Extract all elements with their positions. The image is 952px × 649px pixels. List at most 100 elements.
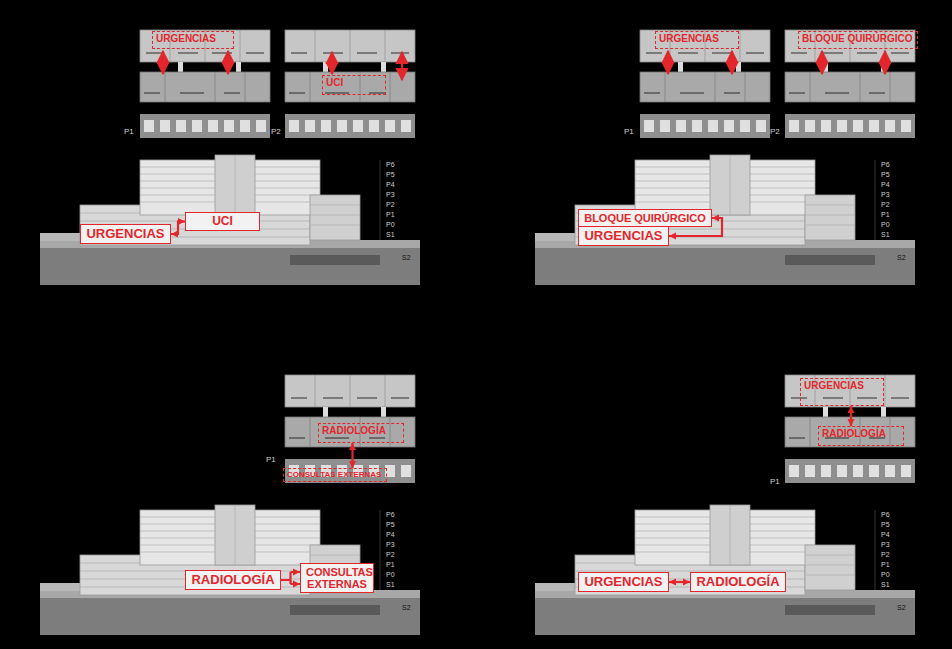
department-name: URGENCIAS <box>659 33 719 44</box>
department-name: RADIOLOGÍA <box>191 573 274 587</box>
floor-label: P5 <box>881 521 890 528</box>
floor-label: P4 <box>881 531 890 538</box>
department-name: URGENCIAS <box>156 33 216 44</box>
floor-label: P2 <box>386 201 395 208</box>
circulation-connector <box>349 443 356 468</box>
floor-label: P6 <box>881 511 890 518</box>
department-zone: RADIOLOGÍA <box>318 423 404 443</box>
department-name: UCI <box>326 77 343 88</box>
floor-label: P3 <box>386 541 395 548</box>
floor-label: P3 <box>881 191 890 198</box>
level-label: P1 <box>770 478 780 486</box>
floor-label: P5 <box>386 171 395 178</box>
department-name: CONSULTAS EXTERNAS <box>306 566 368 590</box>
department-zone: RADIOLOGÍA <box>818 426 904 446</box>
floor-label: P2 <box>386 551 395 558</box>
department-name: UCI <box>212 215 233 228</box>
level-label: P2 <box>770 128 780 136</box>
floor-label: P0 <box>386 221 395 228</box>
department-name: URGENCIAS <box>804 380 864 391</box>
floor-label: S1 <box>881 231 890 238</box>
arrow-head <box>293 581 300 588</box>
arrow-head <box>669 233 676 240</box>
floor-label: P1 <box>881 211 890 218</box>
floor-label: P2 <box>881 201 890 208</box>
department-name: RADIOLOGÍA <box>822 428 886 439</box>
department-box: URGENCIAS <box>80 224 171 244</box>
floor-label: P1 <box>386 561 395 568</box>
arrow-head <box>178 218 185 225</box>
floor-label: S1 <box>386 231 395 238</box>
floor-label: P0 <box>881 571 890 578</box>
floor-label: S2 <box>402 604 411 611</box>
arrow-head <box>683 579 690 586</box>
department-name: URGENCIAS <box>86 227 164 241</box>
circulation-connector <box>171 218 185 238</box>
section-schematic <box>285 30 415 138</box>
building-elevation <box>535 505 915 635</box>
floor-label: P3 <box>881 541 890 548</box>
section-schematic <box>285 375 415 483</box>
floor-label: P1 <box>386 211 395 218</box>
department-zone: URGENCIAS <box>800 378 884 406</box>
department-name: RADIOLOGÍA <box>322 425 386 436</box>
floor-label: P4 <box>386 181 395 188</box>
floor-label: P6 <box>881 161 890 168</box>
department-name: BLOQUE QUIRÚRGICO <box>584 212 706 224</box>
level-label: P2 <box>271 128 281 136</box>
circulation-connector <box>281 569 300 588</box>
arrow-head <box>349 461 356 468</box>
department-box: RADIOLOGÍA <box>690 572 786 592</box>
department-zone: URGENCIAS <box>655 31 739 49</box>
department-zone: URGENCIAS <box>152 31 234 49</box>
circulation-connector <box>848 406 855 426</box>
department-zone: UCI <box>322 75 386 95</box>
department-box: UCI <box>185 212 260 231</box>
arrow-head <box>349 443 356 450</box>
section-schematic <box>640 30 770 138</box>
floor-label: S1 <box>881 581 890 588</box>
building-elevation <box>535 155 915 285</box>
floor-label: P3 <box>386 191 395 198</box>
department-box: BLOQUE QUIRÚRGICO <box>578 209 712 227</box>
arrow-head <box>669 579 676 586</box>
department-box: CONSULTAS EXTERNAS <box>300 563 374 593</box>
level-label: P1 <box>266 456 276 464</box>
department-box: URGENCIAS <box>578 572 669 592</box>
department-name: CONSULTAS EXTERNAS <box>287 471 381 480</box>
department-zone: CONSULTAS EXTERNAS <box>283 468 387 482</box>
department-name: BLOQUE QUIRÚRGICO <box>802 33 913 44</box>
department-box: RADIOLOGÍA <box>185 570 281 590</box>
floor-label: P6 <box>386 511 395 518</box>
level-label: P1 <box>124 128 134 136</box>
arrow-head <box>171 231 178 238</box>
floor-label: P6 <box>386 161 395 168</box>
circulation-arrows <box>163 51 885 80</box>
building-elevation <box>40 155 420 285</box>
section-schematic <box>785 375 915 483</box>
floor-label: P0 <box>881 221 890 228</box>
floor-label: P5 <box>386 521 395 528</box>
floor-label: P4 <box>386 531 395 538</box>
floor-label: P5 <box>881 171 890 178</box>
arrow-head <box>293 569 300 576</box>
department-box: URGENCIAS <box>578 226 669 246</box>
floor-label: P0 <box>386 571 395 578</box>
building-elevation <box>40 505 420 635</box>
level-label: P1 <box>624 128 634 136</box>
floor-label: P2 <box>881 551 890 558</box>
department-zone: BLOQUE QUIRÚRGICO <box>798 31 918 49</box>
department-name: URGENCIAS <box>584 229 662 243</box>
arrow-head <box>712 215 719 222</box>
department-name: RADIOLOGÍA <box>696 575 779 589</box>
arrow-head <box>848 406 855 413</box>
department-name: URGENCIAS <box>584 575 662 589</box>
floor-label: S2 <box>402 254 411 261</box>
floor-label: S1 <box>386 581 395 588</box>
section-schematic <box>785 30 915 138</box>
circulation-connector <box>669 579 690 586</box>
floor-label: P4 <box>881 181 890 188</box>
